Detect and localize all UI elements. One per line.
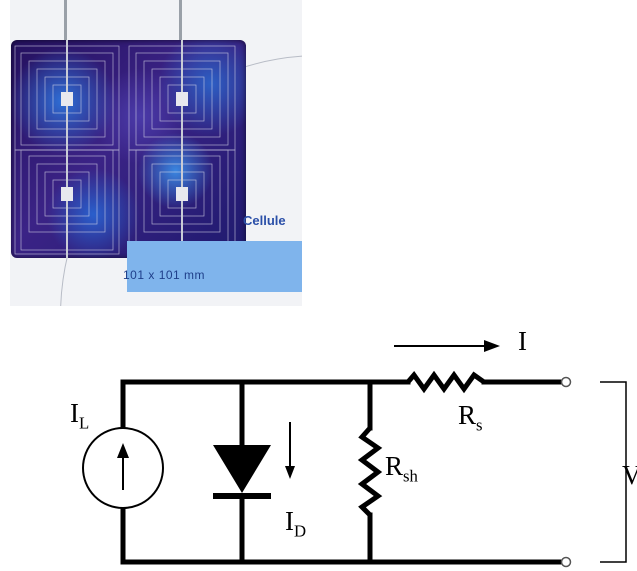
current-arrow-head xyxy=(484,340,500,352)
shunt-resistor-icon xyxy=(357,426,383,517)
photocurrent-label: IL xyxy=(70,398,90,433)
voltage-bracket xyxy=(600,381,627,563)
diode-bar xyxy=(213,493,271,499)
terminal-bottom xyxy=(560,556,572,568)
shunt-resistor-label: Rsh xyxy=(385,451,418,486)
equivalent-circuit xyxy=(82,340,627,568)
voltage-label: V xyxy=(622,460,637,490)
diode-current-label: ID xyxy=(285,506,307,541)
diode-current-arrow-head xyxy=(285,466,295,479)
cell-caption: Cellule xyxy=(243,213,286,228)
terminal-top xyxy=(560,376,572,388)
current-label: I xyxy=(518,326,527,356)
solar-cell-photo xyxy=(10,0,302,306)
diode-icon xyxy=(213,445,271,493)
solar-cell-image xyxy=(11,40,246,258)
source-arrow-head xyxy=(117,443,129,458)
cell-dimensions: 101 x 101 mm xyxy=(123,268,206,282)
cell-grid-pattern xyxy=(14,40,236,258)
cell-lead-wire-left xyxy=(64,0,67,48)
series-resistor-icon xyxy=(406,370,486,394)
series-resistor-label: Rs xyxy=(458,400,483,435)
cell-lead-wire-right xyxy=(179,0,182,48)
dimension-banner xyxy=(127,241,302,292)
